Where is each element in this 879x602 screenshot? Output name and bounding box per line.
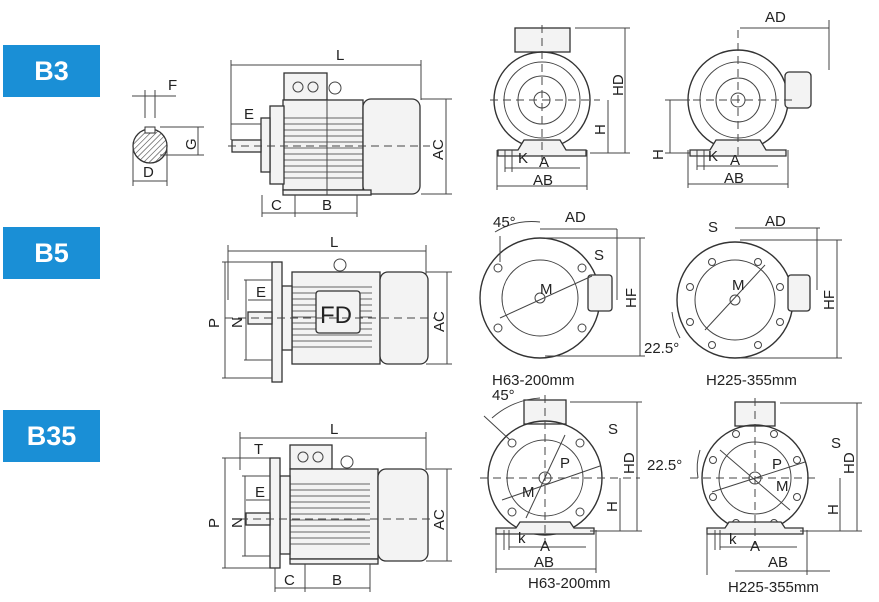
b5-flange-view-2: S AD M HF 22.5° H225-355mm (644, 213, 842, 389)
label-angle: 22.5° (647, 457, 682, 474)
caption-frame-size: H63-200mm (492, 372, 575, 389)
label-ad: AD (765, 213, 786, 230)
label-ab: AB (768, 554, 788, 571)
label-c: C (271, 197, 282, 214)
label-ac: AC (431, 509, 448, 530)
b5-flange-view-1: 45° AD S M HF H63-200mm (479, 209, 645, 389)
label-s: S (708, 219, 718, 236)
label-hd: HD (610, 74, 627, 96)
label-hd: HD (841, 452, 858, 474)
b35-front-view-1: 45° S P M HD H k A AB H63-200mm (480, 387, 642, 592)
label-f: F (168, 77, 177, 94)
b5-side-view: L FD E P N AC (206, 234, 452, 383)
label-k: K (518, 150, 528, 167)
label-a: A (540, 538, 550, 555)
label-p: P (206, 518, 223, 528)
label-angle: 45° (493, 214, 516, 231)
label-h: H (825, 504, 842, 515)
label-m: M (540, 281, 553, 298)
b3-shaft-section: F G D (132, 77, 204, 186)
label-k: K (708, 148, 718, 165)
label-angle: 22.5° (644, 340, 679, 357)
label-h: H (650, 149, 667, 160)
label-ad: AD (765, 9, 786, 26)
label-l: L (336, 47, 344, 64)
caption-frame-size: H225-355mm (706, 372, 797, 389)
badge-b35: B35 (3, 410, 100, 462)
label-s: S (594, 247, 604, 264)
badge-b3: B3 (3, 45, 100, 97)
caption-frame-size: H63-200mm (528, 575, 611, 592)
label-p: P (206, 318, 223, 328)
label-ab: AB (724, 170, 744, 187)
label-h: H (592, 124, 609, 135)
label-p: P (560, 455, 570, 472)
label-p: P (772, 456, 782, 473)
label-n: N (229, 317, 246, 328)
label-s: S (831, 435, 841, 452)
label-a: A (539, 154, 549, 171)
label-ab: AB (534, 554, 554, 571)
label-s: S (608, 421, 618, 438)
label-m: M (776, 478, 789, 495)
label-m: M (732, 277, 745, 294)
label-ad: AD (565, 209, 586, 226)
badge-b5: B5 (3, 227, 100, 279)
label-g: G (183, 138, 200, 150)
label-t: T (254, 441, 263, 458)
label-d: D (143, 164, 154, 181)
label-m: M (522, 484, 535, 501)
label-e: E (256, 284, 266, 301)
label-a: A (750, 538, 760, 555)
label-ab: AB (533, 172, 553, 189)
label-c: C (284, 572, 295, 589)
label-ac: AC (431, 311, 448, 332)
label-ac: AC (430, 139, 447, 160)
label-e: E (255, 484, 265, 501)
b35-front-view-2: 22.5° S P M HD H k A AB H225-355mm (647, 398, 862, 596)
label-e: E (244, 106, 254, 123)
caption-frame-size: H225-355mm (728, 579, 819, 596)
label-l: L (330, 421, 338, 438)
label-h: H (604, 501, 621, 512)
label-k: k (518, 530, 526, 547)
b3-front-view-2: AD H K A AB (650, 9, 830, 188)
label-hf: HF (821, 290, 838, 310)
label-hf: HF (623, 288, 640, 308)
b3-front-view-1: HD H K A AB (490, 25, 630, 190)
label-hd: HD (621, 452, 638, 474)
b3-side-view: L E AC C B (228, 47, 452, 217)
label-l: L (330, 234, 338, 251)
label-a: A (730, 152, 740, 169)
label-b: B (322, 197, 332, 214)
b35-side-view: L T E P N AC C B (206, 421, 452, 592)
label-k: k (729, 531, 737, 548)
label-n: N (229, 517, 246, 528)
label-angle: 45° (492, 387, 515, 404)
label-fd: FD (320, 302, 352, 329)
label-b: B (332, 572, 342, 589)
